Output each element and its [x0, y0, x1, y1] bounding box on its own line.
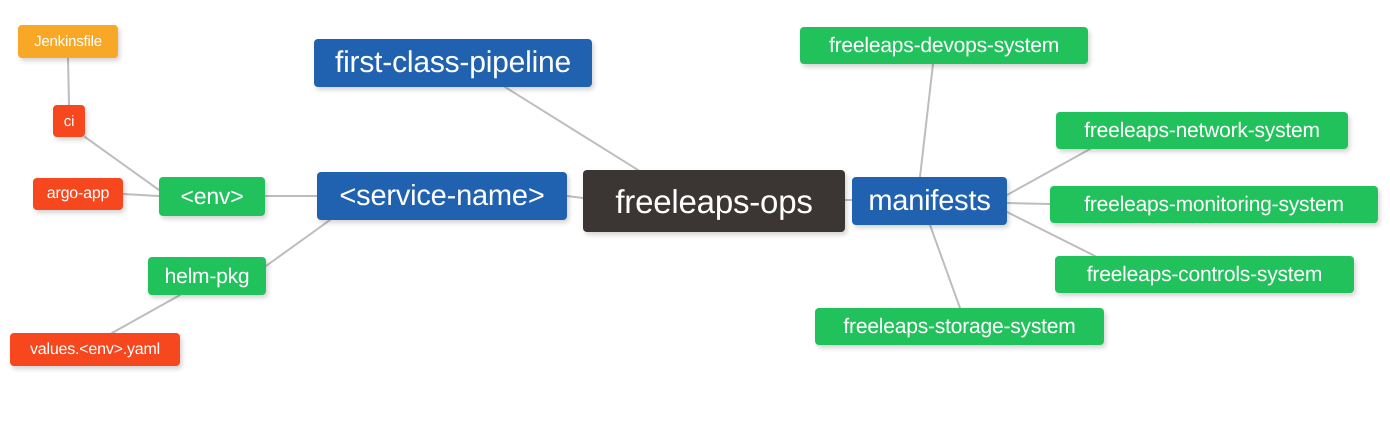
node-label-helm-pkg: helm-pkg — [164, 264, 250, 288]
node-freeleaps-network-system[interactable]: freeleaps-network-system — [1056, 112, 1348, 149]
node-freeleaps-ops[interactable]: freeleaps-ops — [583, 170, 845, 232]
node-label-freeleaps-monitoring-system: freeleaps-monitoring-system — [1084, 193, 1344, 216]
node-label-ci: ci — [63, 112, 75, 130]
node-manifests[interactable]: manifests — [852, 177, 1007, 225]
node-label-freeleaps-controls-system: freeleaps-controls-system — [1086, 263, 1323, 286]
edge-helm-pkg-to-values-yaml — [111, 294, 181, 334]
node-env[interactable]: <env> — [159, 177, 265, 216]
node-freeleaps-controls-system[interactable]: freeleaps-controls-system — [1055, 256, 1354, 293]
node-label-jenkinsfile: Jenkinsfile — [34, 33, 102, 50]
edge-jenkinsfile-to-ci — [67, 57, 70, 106]
node-label-manifests: manifests — [868, 184, 991, 217]
edge-service-name-to-helm-pkg — [265, 219, 331, 267]
node-argo-app[interactable]: argo-app — [33, 178, 123, 210]
node-label-freeleaps-storage-system: freeleaps-storage-system — [843, 315, 1076, 338]
node-label-freeleaps-ops: freeleaps-ops — [615, 182, 813, 220]
node-first-class-pipeline[interactable]: first-class-pipeline — [314, 39, 592, 87]
node-label-freeleaps-devops-system: freeleaps-devops-system — [829, 34, 1059, 57]
edge-first-class-pipeline-to-freeleaps-ops — [504, 86, 639, 171]
edge-manifests-to-freeleaps-monitoring-system — [1006, 202, 1051, 205]
node-freeleaps-monitoring-system[interactable]: freeleaps-monitoring-system — [1050, 186, 1378, 223]
node-label-first-class-pipeline: first-class-pipeline — [334, 46, 572, 79]
edge-manifests-to-freeleaps-devops-system — [919, 63, 934, 178]
node-helm-pkg[interactable]: helm-pkg — [148, 257, 266, 295]
edge-service-name-to-freeleaps-ops — [566, 195, 584, 199]
edge-manifests-to-freeleaps-storage-system — [929, 224, 961, 309]
node-label-argo-app: argo-app — [46, 185, 110, 202]
node-label-service-name: <service-name> — [339, 179, 545, 212]
node-values-yaml[interactable]: values.<env>.yaml — [10, 333, 180, 366]
node-freeleaps-devops-system[interactable]: freeleaps-devops-system — [800, 27, 1088, 64]
node-label-env: <env> — [180, 183, 244, 209]
node-ci[interactable]: ci — [53, 105, 85, 137]
node-label-freeleaps-network-system: freeleaps-network-system — [1084, 119, 1320, 142]
node-freeleaps-storage-system[interactable]: freeleaps-storage-system — [815, 308, 1104, 345]
node-service-name[interactable]: <service-name> — [317, 172, 567, 220]
node-jenkinsfile[interactable]: Jenkinsfile — [18, 25, 118, 58]
edge-argo-app-to-env — [122, 193, 160, 197]
node-label-values-yaml: values.<env>.yaml — [29, 340, 160, 358]
